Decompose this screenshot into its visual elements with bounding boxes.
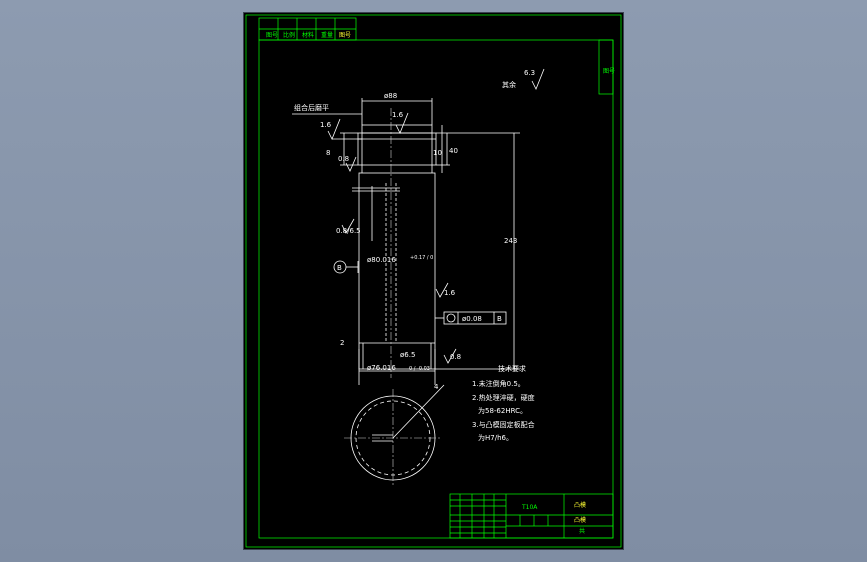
dim-top-h: 40 [449, 147, 458, 155]
roughness-other-value: 6.3 [524, 69, 535, 77]
company-label: 凸模 [574, 501, 586, 509]
strip-cell-4: 图号 [339, 32, 351, 39]
inner-frame [258, 39, 614, 539]
dim-small-hole: ø6.5 [400, 351, 415, 359]
rough-left-top: 1.6 [320, 121, 332, 129]
note-top-flat: 组合后磨平 [294, 103, 329, 112]
technical-requirements: 技术要求 1.未注倒角0.5。 2.热处理淬硬，硬度 为58-62HRC。 3.… [472, 364, 535, 442]
tolerance-frame: ø0.08 B [435, 311, 507, 325]
strip-cell-3: 重量 [321, 31, 333, 39]
requirement-1: 1.未注倒角0.5。 [472, 379, 525, 388]
strip-cell-2: 材料 [302, 31, 314, 39]
strip-cell-0: 图号 [266, 32, 278, 39]
top-strip: 图号 比例 材料 重量 图号 [258, 17, 357, 41]
rough-top-face: 1.6 [392, 111, 404, 119]
title-block: T10A 凸模 凸模 共 [449, 493, 614, 539]
dim-flange-h2: 10 [433, 149, 442, 157]
dim-top-dia: ø88 [384, 92, 397, 100]
roughness-marks [327, 68, 545, 364]
dim-total-len: 243 [504, 237, 517, 245]
drawing-sheet[interactable]: 图号 比例 材料 重量 图号 图号 [244, 13, 623, 549]
dim-section: 4 [434, 383, 439, 391]
dim-chamfer: 2 [340, 339, 344, 347]
tol-datum: B [497, 315, 502, 323]
side-strip-label: 图号 [603, 68, 615, 75]
requirement-2b: 为58-62HRC。 [478, 406, 527, 415]
section-view [344, 384, 445, 487]
side-strip: 图号 [598, 39, 615, 95]
part-name-label: 凸模 [574, 516, 586, 524]
rough-right-shaft: 1.6 [444, 289, 456, 297]
requirement-3b: 为H7/h6。 [478, 433, 513, 442]
dim-bottom-dia: ø76.016 [367, 364, 396, 372]
strip-cell-1: 比例 [283, 31, 295, 39]
dim-shaft-tol: +0.17 / 0 [410, 255, 433, 261]
part-profile [352, 108, 437, 378]
dim-bottom-tol: 0 / -0.03 [409, 366, 430, 372]
roughness-other-label: 其余 [502, 80, 516, 89]
rough-flange-side: 0.8 [338, 155, 349, 163]
dim-shaft-dia: ø80.016 [367, 256, 396, 264]
rough-bottom: 0.8 [450, 353, 461, 361]
requirement-3: 3.与凸模固定板配合 [472, 420, 535, 429]
datum-marker: B [333, 260, 359, 274]
sheet-label: 共 [579, 527, 585, 535]
tol-value: ø0.08 [462, 315, 482, 323]
dimensions [292, 98, 520, 385]
datum-label: B [337, 264, 342, 272]
dim-flange-h: 8 [326, 149, 330, 157]
requirements-title: 技术要求 [498, 364, 526, 373]
material-label: T10A [521, 504, 538, 511]
requirement-2: 2.热处理淬硬，硬度 [472, 393, 535, 402]
rough-hole-label: 0.8/6.5 [336, 227, 361, 235]
drawing-canvas: 图号 比例 材料 重量 图号 图号 [245, 14, 622, 548]
outer-frame [245, 14, 622, 548]
